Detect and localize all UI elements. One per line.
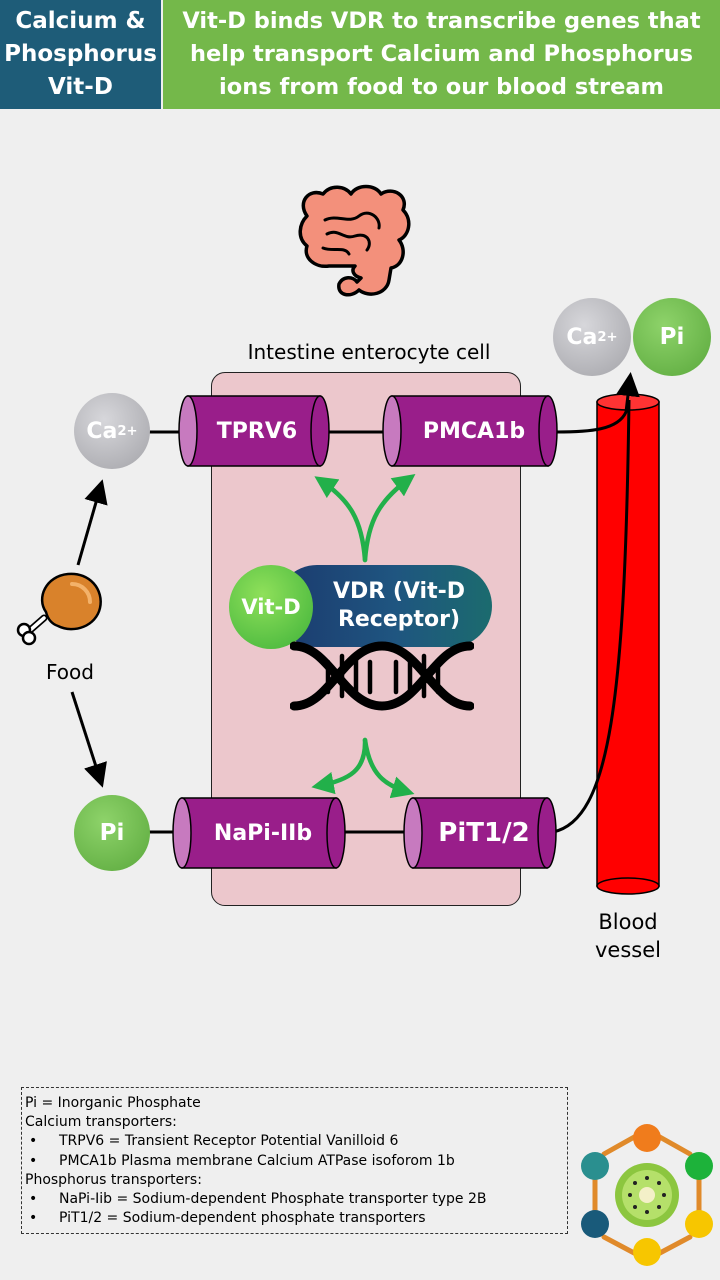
phosphate-ion-blood: Pi <box>633 298 711 376</box>
calcium-symbol-blood: Ca <box>566 324 598 350</box>
pit12-transporter <box>403 797 557 869</box>
legend-heading-phosphorus: Phosphorus transporters: <box>25 1171 202 1188</box>
cell-label: Intestine enterocyte cell <box>247 340 491 364</box>
legend-item: • PMCA1b Plasma membrane Calcium ATPase … <box>25 1152 564 1171</box>
dna-icon <box>290 641 474 711</box>
header-topic: Calcium & Phosphorus Vit-D <box>0 0 161 109</box>
header-description: Vit-D binds VDR to transcribe genes that… <box>163 0 720 109</box>
intestine-icon <box>298 184 411 297</box>
vdr-label: VDR (Vit-D Receptor) <box>332 579 466 632</box>
legend-bullet: • <box>29 1210 38 1227</box>
legend-heading-calcium: Calcium transporters: <box>25 1114 177 1131</box>
legend-text: NaPi-Iib = Sodium-dependent Phosphate tr… <box>59 1191 487 1208</box>
legend-bullet: • <box>29 1152 38 1169</box>
legend-item: • TRPV6 = Transient Receptor Potential V… <box>25 1132 564 1151</box>
legend-line: Pi = Inorganic Phosphate <box>25 1095 201 1111</box>
legend-text: PMCA1b Plasma membrane Calcium ATPase is… <box>59 1152 455 1169</box>
chicken-leg-icon <box>16 572 102 646</box>
napi-iib-transporter <box>172 797 346 869</box>
legend-text: PiT1/2 = Sodium-dependent phosphate tran… <box>59 1210 426 1227</box>
vdr-receptor: VDR (Vit-D Receptor) <box>276 565 492 647</box>
legend-text: TRPV6 = Transient Receptor Potential Van… <box>59 1133 399 1150</box>
vitamin-d: Vit-D <box>229 565 313 649</box>
pmca1b-transporter <box>382 395 558 467</box>
vitamin-d-label: Vit-D <box>241 595 301 619</box>
phosphate-ion-food: Pi <box>74 795 150 871</box>
legend-bullet: • <box>29 1133 38 1150</box>
legend-bullet: • <box>29 1191 38 1208</box>
pit12-label: PiT1/2 <box>438 818 530 848</box>
blood-vessel-label: Blood vessel <box>595 910 661 962</box>
legend-item: • PiT1/2 = Sodium-dependent phosphate tr… <box>25 1209 564 1228</box>
kiwi-logo-icon <box>581 1124 713 1266</box>
food-label: Food <box>46 660 94 684</box>
legend-item: • NaPi-Iib = Sodium-dependent Phosphate … <box>25 1190 564 1209</box>
calcium-charge: 2+ <box>117 423 138 439</box>
phosphate-symbol-blood: Pi <box>659 324 685 350</box>
trpv6-label: TPRV6 <box>216 418 298 444</box>
legend-box: Pi = Inorganic Phosphate Calcium transpo… <box>21 1087 568 1234</box>
pmca1b-label: PMCA1b <box>422 418 526 444</box>
calcium-charge-blood: 2+ <box>597 329 618 345</box>
phosphate-symbol: Pi <box>99 820 125 846</box>
calcium-symbol: Ca <box>86 418 118 444</box>
napi-iib-label: NaPi-IIb <box>213 820 313 846</box>
trpv6-transporter <box>178 395 330 467</box>
